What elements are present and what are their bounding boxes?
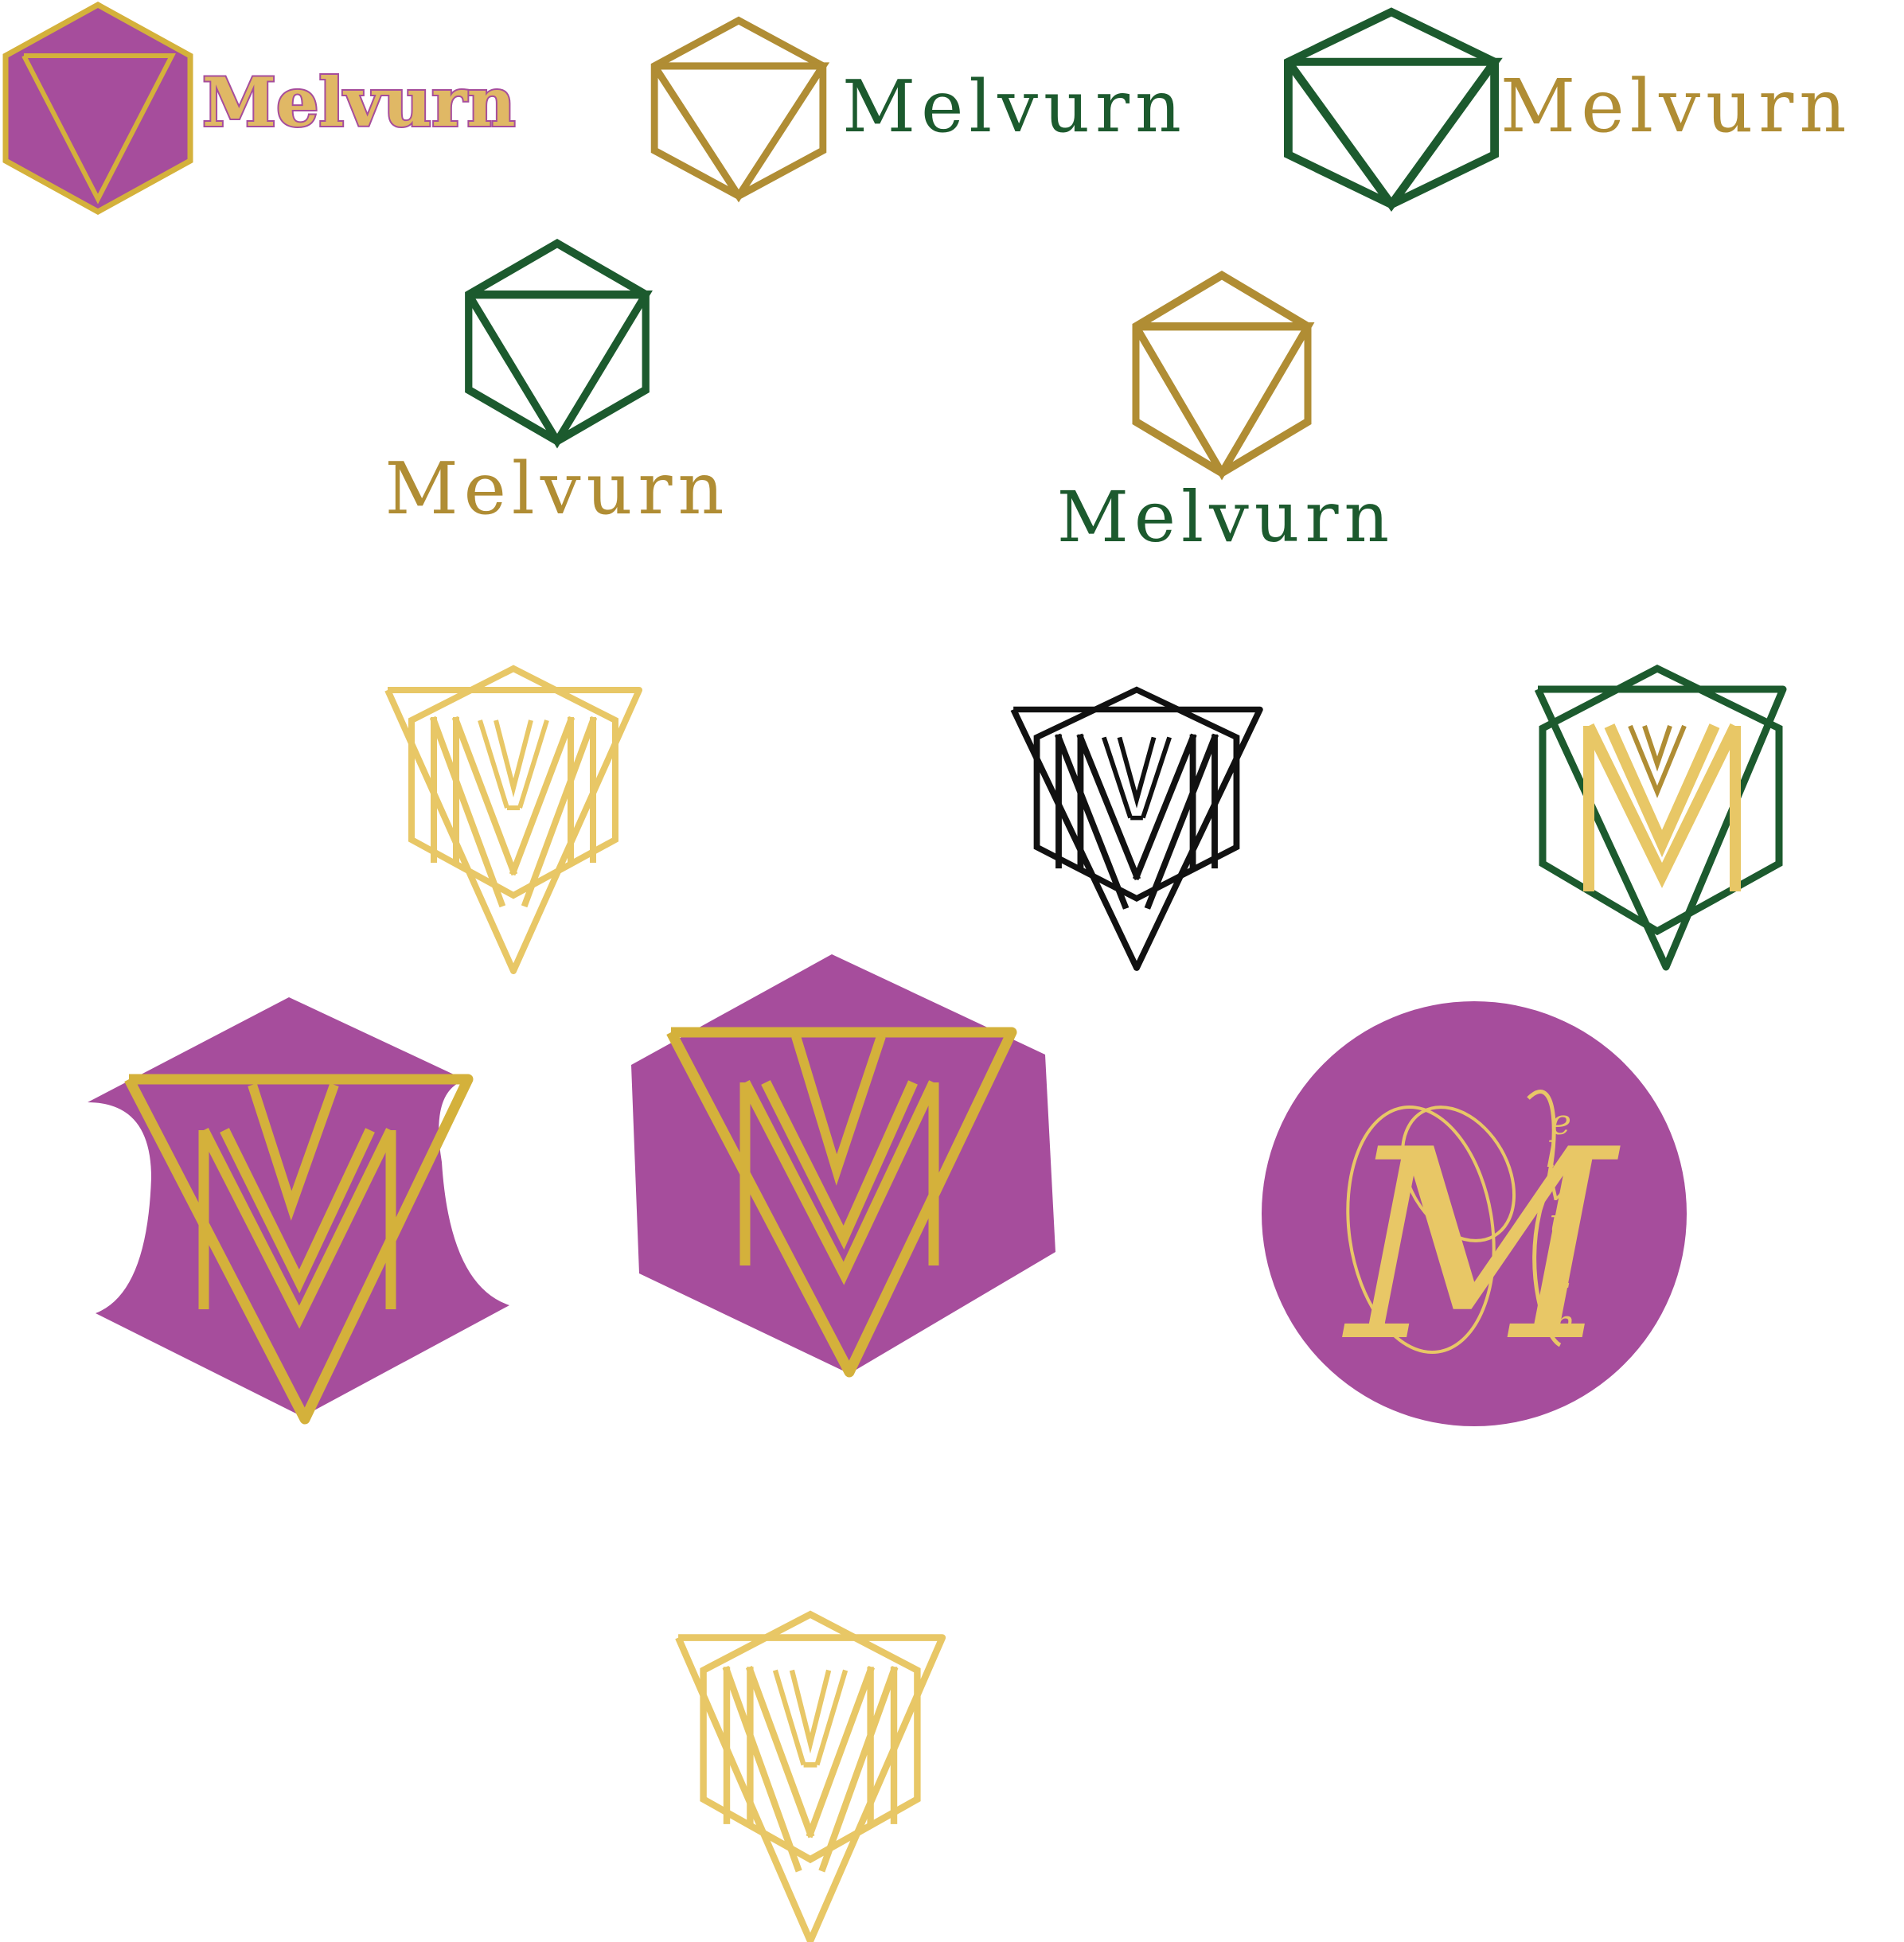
wordmark-text: Melvurn: [1057, 476, 1395, 558]
logo1-purple-badge: Melvurn: [2, 2, 517, 215]
letter-l: l: [1546, 1135, 1557, 1176]
wordmark-text: Melvurn: [842, 65, 1187, 149]
letter-n: n: [1552, 1303, 1574, 1343]
mv-monogram-green-gold: [1534, 664, 1787, 971]
letter-v: v: [1547, 1168, 1567, 1209]
vertical-letters: e l v u r n: [1546, 1102, 1574, 1343]
logo2-gold-outline: Melvurn: [654, 21, 1187, 196]
logo11-purple-circle: M e l v u r n: [1262, 1001, 1687, 1426]
hexagon-inverted-triangle-icon: [2, 2, 193, 215]
logo3-green-outline: Melvurn: [1288, 12, 1852, 205]
hexagon-inverted-triangle-icon: [1288, 12, 1494, 205]
hexagon-inverted-triangle-icon: [1136, 275, 1308, 473]
mv-monogram-black: [1013, 690, 1260, 969]
letter-u: u: [1549, 1202, 1571, 1242]
letter-e: e: [1551, 1102, 1571, 1143]
hexagon-inverted-triangle-icon: [469, 244, 646, 441]
script-initial: M: [1342, 1094, 1621, 1399]
hexagon-inverted-triangle-icon: [654, 21, 823, 196]
letter-r: r: [1551, 1269, 1570, 1310]
wordmark-text: Melvurn: [385, 447, 730, 531]
logo5-gold-stacked: Melvurn: [1057, 275, 1395, 558]
wordmark-text: Melvurn: [1500, 64, 1852, 149]
wordmark-text: Melvurn: [202, 63, 516, 142]
logo10-purple-hexagon: [631, 954, 1055, 1378]
mv-monogram-gold: [388, 669, 639, 971]
logo4-green-stacked: Melvurn: [385, 244, 730, 531]
script-m-circle-icon: [1262, 1001, 1687, 1426]
logo9-purple-concave-shield: [88, 997, 509, 1425]
mv-monogram-gold-bottom: [678, 1614, 942, 1940]
